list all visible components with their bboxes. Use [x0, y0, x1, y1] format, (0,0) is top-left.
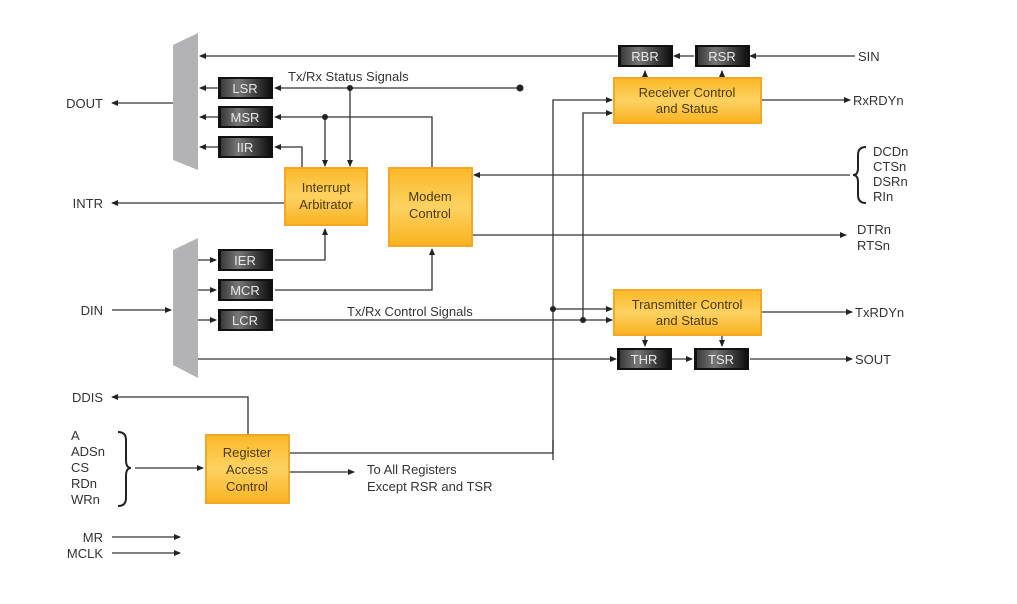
register-lcr: LCR — [218, 309, 273, 331]
register-ier: IER — [218, 249, 273, 271]
signal-din: DIN — [81, 303, 103, 318]
register-tsr: TSR — [694, 348, 749, 370]
register-thr: THR — [617, 348, 672, 370]
register-label: MSR — [231, 110, 260, 125]
register-label: THR — [631, 352, 658, 367]
signal-intr: INTR — [73, 196, 103, 211]
register-msr: MSR — [218, 106, 273, 128]
interrupt-arbitrator-block: Interrupt Arbitrator — [284, 167, 368, 226]
register-label: RSR — [708, 49, 735, 64]
register-rbr: RBR — [618, 45, 673, 67]
transmitter-control-label: and Status — [656, 313, 719, 328]
signal-sout: SOUT — [855, 352, 891, 367]
register-rsr: RSR — [695, 45, 750, 67]
signal-cs: CS — [71, 460, 89, 475]
signal-rtsn: RTSn — [857, 238, 890, 253]
transmitter-control-label: Transmitter Control — [632, 297, 743, 312]
input-mux — [173, 238, 198, 378]
register-access-control-block: Register Access Control — [205, 434, 290, 504]
register-access-label: Register — [223, 445, 272, 460]
signal-dtrn: DTRn — [857, 222, 891, 237]
modem-control-block: Modem Control — [388, 167, 473, 247]
modem-control-label: Modem — [408, 189, 451, 204]
register-label: MCR — [230, 283, 260, 298]
signal-a: A — [71, 428, 80, 443]
wires — [111, 53, 855, 556]
register-access-label: Access — [226, 462, 268, 477]
signal-wrn: WRn — [71, 492, 100, 507]
signal-rin: RIn — [873, 189, 893, 204]
bus-inputs-brace — [117, 431, 132, 507]
register-label: LCR — [232, 313, 258, 328]
register-access-label: Control — [226, 479, 268, 494]
junction-dots — [322, 84, 586, 323]
register-label: RBR — [631, 49, 658, 64]
signal-adsn: ADSn — [71, 444, 105, 459]
signal-txrdyn: TxRDYn — [855, 305, 904, 320]
signal-sin: SIN — [858, 49, 880, 64]
register-label: TSR — [708, 352, 734, 367]
output-mux — [173, 33, 198, 170]
signal-dcdn: DCDn — [873, 144, 908, 159]
signal-dout: DOUT — [66, 96, 103, 111]
interrupt-arbitrator-label: Interrupt — [302, 180, 351, 195]
register-label: LSR — [232, 81, 257, 96]
signal-ddis: DDIS — [72, 390, 103, 405]
signal-dsrn: DSRn — [873, 174, 908, 189]
modem-inputs-brace — [852, 146, 867, 204]
receiver-control-label: and Status — [656, 101, 719, 116]
interrupt-arbitrator-label: Arbitrator — [299, 197, 353, 212]
to-all-registers-label: Except RSR and TSR — [367, 479, 492, 494]
control-bus-label: Tx/Rx Control Signals — [347, 304, 473, 319]
register-iir: IIR — [218, 136, 273, 158]
signal-rdn: RDn — [71, 476, 97, 491]
signal-mr: MR — [83, 530, 103, 545]
receiver-control-block: Receiver Control and Status — [613, 77, 762, 124]
signal-mclk: MCLK — [67, 546, 103, 561]
register-label: IIR — [237, 140, 254, 155]
register-lsr: LSR — [218, 77, 273, 99]
to-all-registers-label: To All Registers — [367, 462, 457, 477]
status-bus-label: Tx/Rx Status Signals — [288, 69, 409, 84]
transmitter-control-block: Transmitter Control and Status — [613, 289, 762, 336]
register-mcr: MCR — [218, 279, 273, 301]
register-label: IER — [234, 253, 256, 268]
signal-ctsn: CTSn — [873, 159, 906, 174]
signal-rxrdyn: RxRDYn — [853, 93, 904, 108]
receiver-control-label: Receiver Control — [639, 85, 736, 100]
modem-control-label: Control — [409, 206, 451, 221]
